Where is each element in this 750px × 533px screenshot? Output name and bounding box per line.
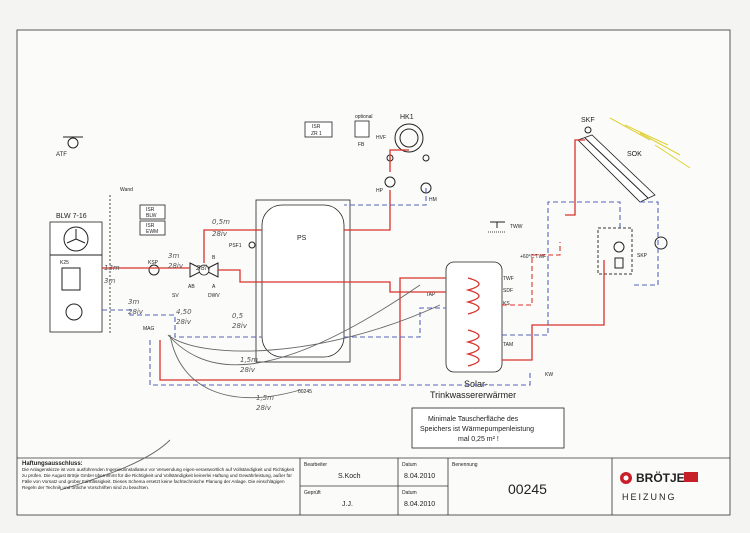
pen-annotations: 0,5m 28iv 3m 28iv 13m 3m 28iv 3m 28iv 4,…	[59, 218, 441, 491]
svg-text:Speichers ist Wärmepumpenleist: Speichers ist Wärmepumpenleistung	[420, 426, 534, 433]
svg-text:TAP: TAP	[426, 292, 436, 298]
svg-text:0,5: 0,5	[232, 312, 244, 320]
svg-text:HP: HP	[376, 188, 384, 194]
svg-text:28iv: 28iv	[212, 230, 228, 238]
svg-text:ATF: ATF	[56, 152, 67, 158]
isr-zr-box: ISR ZR 1	[304, 121, 333, 138]
buffer-storage-ps: PS PSF1	[229, 199, 351, 363]
svg-text:FB: FB	[358, 142, 365, 148]
svg-text:3m: 3m	[128, 298, 139, 306]
svg-text:BLW 7-16: BLW 7-16	[56, 213, 87, 220]
datum-value-1: 8.04.2010	[404, 473, 435, 480]
svg-text:ISR: ISR	[146, 223, 155, 229]
benennung-value: 00245	[508, 481, 547, 497]
svg-text:SKF: SKF	[581, 117, 595, 124]
svg-text:00245: 00245	[298, 389, 312, 395]
svg-text:PSF1: PSF1	[229, 243, 242, 249]
svg-text:Minimale Tauscherfläche des: Minimale Tauscherfläche des	[428, 416, 519, 423]
svg-text:SKP: SKP	[637, 253, 648, 259]
solar-station-skp: SKP	[597, 227, 668, 275]
svg-text:0,5m: 0,5m	[212, 218, 230, 226]
disclaimer-body: Die Anlagenskizze ist vom ausführenden I…	[22, 467, 294, 490]
svg-text:TAM: TAM	[503, 342, 513, 348]
svg-text:3m: 3m	[168, 252, 179, 260]
svg-text:HVF: HVF	[376, 135, 386, 141]
isr-blw-box: ISR BLW	[139, 204, 166, 220]
svg-text:PS: PS	[297, 235, 307, 242]
svg-text:ISR: ISR	[312, 124, 321, 130]
svg-text:K25: K25	[60, 260, 69, 266]
svg-text:DWV: DWV	[208, 293, 220, 299]
note-box: Minimale Tauscherfläche des Speichers is…	[411, 407, 565, 449]
disclaimer-title: Haftungsausschluss:	[22, 461, 83, 467]
svg-text:ISR: ISR	[146, 207, 155, 213]
svg-text:4,50: 4,50	[176, 308, 192, 316]
svg-text:AB: AB	[188, 284, 195, 290]
title-block: Bearbeiter S.Koch Datum 8.04.2010 Geprüf…	[299, 458, 613, 515]
svg-text:TWW: TWW	[510, 224, 523, 230]
isr-ewm-box: ISR EWM	[139, 220, 166, 236]
svg-text:KW: KW	[545, 372, 553, 378]
svg-text:BRÖTJE: BRÖTJE	[636, 470, 685, 485]
heating-circuit-hk1: HK1 HVF HP HM	[376, 114, 437, 203]
diverter-valve-dwv: B AB A DWV KSP SV MAG	[143, 255, 220, 332]
broetje-logo: BRÖTJE HEIZUNG	[620, 470, 698, 502]
atf-sensor: ATF	[56, 136, 83, 158]
datum-value-2: 8.04.2010	[404, 501, 435, 508]
bearbeiter-label: Bearbeiter	[304, 462, 327, 468]
svg-text:KSP: KSP	[148, 260, 159, 266]
wall-label: Wand	[120, 187, 133, 193]
svg-text:13m: 13m	[104, 264, 120, 272]
svg-text:28iv: 28iv	[240, 366, 256, 374]
solar-collector: SKF SOK	[577, 117, 691, 203]
svg-text:HEIZUNG: HEIZUNG	[622, 492, 677, 502]
datum-label-1: Datum	[402, 462, 417, 468]
pipes-return	[102, 188, 659, 386]
svg-text:B: B	[212, 255, 216, 261]
solar-dhw-tank: TWF TAP SDF KS TAM KW +60°C TWF	[426, 254, 553, 378]
svg-text:TWF: TWF	[503, 276, 514, 282]
svg-text:BLW: BLW	[146, 213, 157, 219]
fb-remote: optional FB	[354, 114, 373, 148]
svg-text:A: A	[212, 284, 216, 290]
svg-text:ZR 1: ZR 1	[311, 131, 322, 137]
bearbeiter-value: S.Koch	[338, 473, 361, 480]
svg-text:SV: SV	[172, 293, 179, 299]
svg-text:mal 0,25 m² !: mal 0,25 m² !	[458, 436, 499, 443]
benennung-label: Benennung	[452, 462, 478, 468]
domestic-hot-water-tap: TWW	[488, 221, 523, 233]
svg-text:SOK: SOK	[627, 151, 642, 158]
svg-text:KS: KS	[503, 301, 510, 307]
svg-text:1,5m: 1,5m	[240, 356, 258, 364]
svg-text:28iv: 28iv	[196, 264, 212, 272]
drawing-frame	[16, 29, 731, 516]
pipes-supply	[102, 139, 605, 381]
svg-text:28iv: 28iv	[128, 308, 144, 316]
svg-text:28iv: 28iv	[232, 322, 248, 330]
svg-text:SDF: SDF	[503, 288, 513, 294]
geprueft-label: Geprüft	[304, 490, 321, 496]
heat-pump-blw: BLW 7-16 K25	[49, 213, 103, 333]
svg-text:optional: optional	[355, 114, 373, 120]
tank-label-1: Solar-	[464, 379, 488, 389]
tank-label-2: Trinkwassererwärmer	[430, 390, 516, 400]
svg-text:+60°C TWF: +60°C TWF	[520, 254, 546, 260]
svg-text:MAG: MAG	[143, 326, 155, 332]
svg-text:HM: HM	[429, 197, 437, 203]
disclaimer: Haftungsausschluss: Die Anlagenskizze is…	[22, 461, 296, 491]
svg-text:1,5m: 1,5m	[256, 394, 274, 402]
svg-text:3m: 3m	[104, 277, 115, 285]
svg-text:28iv: 28iv	[256, 404, 272, 412]
svg-text:28iv: 28iv	[168, 262, 184, 270]
svg-text:EWM: EWM	[146, 229, 158, 235]
datum-label-2: Datum	[402, 490, 417, 496]
svg-text:HK1: HK1	[400, 114, 414, 121]
svg-text:28iv: 28iv	[176, 318, 192, 326]
geprueft-value: J.J.	[342, 501, 353, 508]
